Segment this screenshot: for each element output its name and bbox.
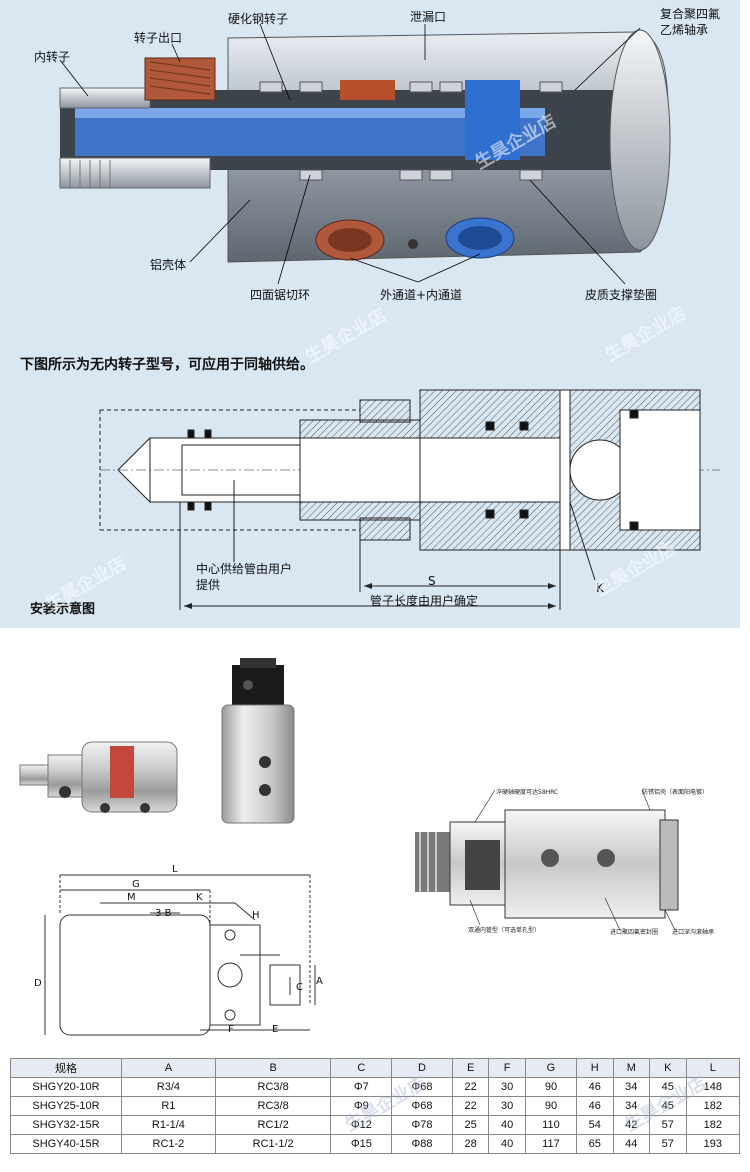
table-cell: 46 [576, 1077, 614, 1097]
table-row: SHGY40-15R RC1-2 RC1-1/2 Φ15 Φ88 28 40 1… [10, 1134, 741, 1154]
cutaway-illustration [59, 23, 671, 285]
table-cell: RC3/8 [214, 1077, 332, 1097]
col-header: G [524, 1058, 578, 1078]
note-dual: 双通内管型（可选单孔型） [468, 927, 541, 934]
side-sketch [415, 789, 679, 931]
table-cell: 30 [488, 1096, 526, 1116]
pipe-length-note: 管子长度由用户确定 [370, 594, 479, 608]
table-cell: SHGY32-15R [10, 1115, 122, 1135]
dim-H: H [252, 910, 260, 921]
note-shell: 防锈铝壳（表面阳电镀） [642, 789, 709, 796]
table-cell: 110 [524, 1115, 578, 1135]
table-cell: Φ78 [391, 1115, 453, 1135]
note-seal: 进口聚四氟密封圈 [610, 929, 659, 936]
label-inner-rotor: 内转子 [34, 50, 71, 64]
col-header: 规格 [10, 1058, 122, 1078]
table-cell: 54 [576, 1115, 614, 1135]
table-cell: 28 [451, 1134, 490, 1154]
table-cell: 34 [612, 1096, 651, 1116]
table-cell: R1-1/4 [121, 1115, 216, 1135]
table-cell: Φ15 [330, 1134, 393, 1154]
dimension-drawing [44, 874, 316, 1036]
section-heading: 下图所示为无内转子型号，可应用于同轴供给。 [20, 357, 314, 373]
table-cell: 40 [488, 1134, 526, 1154]
table-cell: 44 [612, 1134, 651, 1154]
label-channels: 外通道+内通道 [380, 288, 463, 302]
table-cell: 45 [649, 1096, 687, 1116]
watermark: 生昊企业店 [601, 302, 690, 366]
table-cell: 25 [451, 1115, 490, 1135]
dim-K: K [196, 892, 203, 903]
table-cell: RC3/8 [214, 1096, 332, 1116]
label-rotor-outlet: 转子出口 [134, 31, 183, 45]
col-header: A [121, 1058, 216, 1078]
dim-L: L [172, 864, 178, 875]
table-row: SHGY32-15R R1-1/4 RC1/2 Φ12 Φ78 25 40 11… [10, 1115, 741, 1135]
table-cell: SHGY40-15R [10, 1134, 122, 1154]
col-header: B [214, 1058, 332, 1078]
note-shaft: 淬硬轴硬度可达58HRC [496, 789, 559, 796]
table-cell: 193 [685, 1134, 741, 1154]
dim-3B: 3-B [155, 908, 172, 919]
dim-k-label: K [596, 581, 604, 595]
label-leather-ring: 皮质支撑垫圈 [585, 288, 658, 302]
table-cell: 90 [524, 1096, 578, 1116]
col-header: E [451, 1058, 490, 1078]
table-cell: 22 [451, 1077, 490, 1097]
table-header-row: 规格 A B C D E F G H M K L [10, 1058, 741, 1078]
table-cell: SHGY20-10R [10, 1077, 122, 1097]
center-pipe-note: 中心供给管由用户 提供 [196, 562, 293, 592]
table-row: SHGY20-10R R3/4 RC3/8 Φ7 Φ68 22 30 90 46… [10, 1077, 741, 1097]
col-header: H [576, 1058, 614, 1078]
label-saw-ring: 四面锯切环 [250, 288, 311, 302]
table-cell: 182 [685, 1115, 741, 1135]
label-bearing: 复合聚四氟 乙烯轴承 [660, 7, 721, 37]
dim-s-label: S [428, 574, 436, 588]
spec-table: 规格 A B C D E F G H M K L SHGY20-10R R3/4… [10, 1058, 741, 1154]
table-cell: 22 [451, 1096, 490, 1116]
table-cell: 46 [576, 1096, 614, 1116]
install-title: 安装示意图 [30, 602, 96, 617]
col-header: K [649, 1058, 687, 1078]
dim-D: D [34, 978, 42, 989]
table-cell: Φ68 [391, 1096, 453, 1116]
table-cell: 30 [488, 1077, 526, 1097]
watermark: 生昊企业店 [301, 304, 390, 368]
col-header: D [391, 1058, 453, 1078]
dim-G: G [132, 879, 140, 890]
table-cell: RC1-1/2 [214, 1134, 332, 1154]
dim-E: E [272, 1024, 279, 1035]
label-hardened-rotor: 硬化钢转子 [228, 12, 289, 26]
dim-C: C [296, 982, 303, 993]
table-cell: 40 [488, 1115, 526, 1135]
top-panel: 内转子 转子出口 硬化钢转子 泄漏口 复合聚四氟 乙烯轴承 铝壳体 四面锯切环 … [0, 0, 740, 628]
table-cell: RC1/2 [214, 1115, 332, 1135]
col-header: F [488, 1058, 526, 1078]
section-drawing [99, 389, 720, 610]
table-cell: SHGY25-10R [10, 1096, 122, 1116]
dim-A: A [316, 976, 323, 987]
table-cell: Φ88 [391, 1134, 453, 1154]
table-cell: 117 [524, 1134, 578, 1154]
table-cell: R3/4 [121, 1077, 216, 1097]
table-cell: 34 [612, 1077, 651, 1097]
product-photos [19, 658, 295, 824]
dim-F: F [228, 1024, 234, 1035]
table-cell: R1 [121, 1096, 216, 1116]
col-header: M [612, 1058, 651, 1078]
col-header: C [330, 1058, 393, 1078]
table-cell: 57 [649, 1134, 687, 1154]
table-cell: 65 [576, 1134, 614, 1154]
table-cell: RC1-2 [121, 1134, 216, 1154]
label-aluminum-shell: 铝壳体 [150, 258, 187, 272]
label-leak-port: 泄漏口 [410, 10, 447, 24]
dim-M: M [127, 892, 136, 903]
note-bearing: 进口深沟滚轴承 [672, 929, 715, 936]
table-cell: 90 [524, 1077, 578, 1097]
